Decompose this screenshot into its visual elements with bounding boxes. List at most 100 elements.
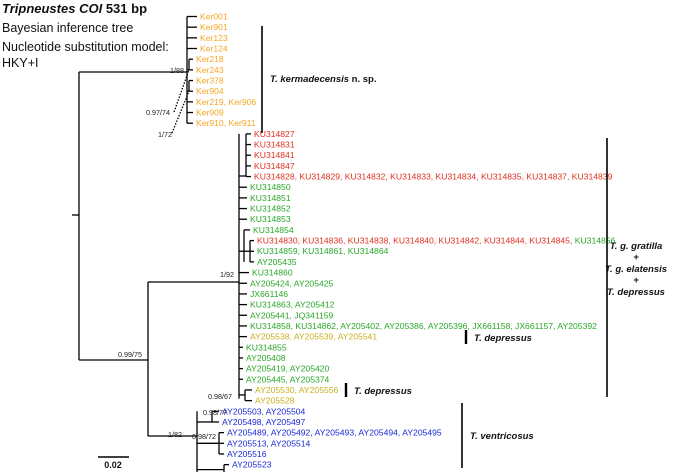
tip-label-text: AY205523 [232, 460, 272, 470]
clade-gratilla-line1: T. g. gratilla [610, 241, 663, 252]
tip-label-text: KU314863, AY205412 [250, 300, 335, 310]
tip-label: Ker243 [196, 65, 224, 75]
tip-label-text: Ker910, Ker911 [196, 118, 256, 128]
tip-label: KU314853 [250, 214, 291, 224]
tip-label: AY205516 [227, 449, 267, 459]
tip-label: Ker901 [200, 22, 228, 32]
tree-title: Tripneustes COI 531 bp [2, 1, 147, 16]
clade-gratilla-line2: T. g. elatensis [605, 264, 667, 275]
tip-label: KU314847 [254, 161, 295, 171]
tip-label: Ker909 [196, 108, 224, 118]
tip-label: Ker123 [200, 33, 228, 43]
tree-branch [173, 69, 190, 113]
tip-label-text: Ker901 [200, 22, 228, 32]
tip-label: AY205408 [246, 353, 286, 363]
tip-label-text: JX661146 [250, 289, 288, 299]
tip-labels: Ker001Ker901Ker123Ker124Ker218Ker243Ker3… [196, 12, 616, 472]
tip-label: KU314860 [252, 268, 293, 278]
tip-label-text: Ker378 [196, 76, 224, 86]
tip-label-text: Ker218 [196, 54, 224, 64]
tip-label: AY205513, AY205514 [227, 438, 311, 448]
clade-kermadecensis-suffix: n. sp. [349, 74, 376, 85]
tip-label-text: AY205435 [257, 257, 297, 267]
tip-label: Ker218 [196, 54, 224, 64]
tip-label: AY205441, JQ341159 [250, 310, 334, 320]
clade-kermadecensis-name: T. kermadecensis [270, 74, 349, 85]
tip-label-text: AY205498, AY205497 [222, 417, 306, 427]
model-value: HKY+I [2, 56, 39, 70]
support-main-split: 0.99/75 [118, 350, 142, 359]
tip-label-text: KU314847 [254, 161, 295, 171]
tip-label: KU314855 [246, 342, 287, 352]
tip-label-text: Ker123 [200, 33, 228, 43]
clade-labels: T. kermadecensis n. sp. T. g. gratilla +… [270, 74, 667, 442]
tip-label-text: AY205445, AY205374 [246, 374, 330, 384]
tip-label: KU314851 [250, 193, 291, 203]
tip-label-text: KU314827 [254, 129, 295, 139]
tip-label-text: KU314858, KU314862, AY205402, AY205386, … [250, 321, 597, 331]
clade-bars [261, 26, 608, 468]
tip-label-text: KU314852 [250, 204, 291, 214]
support-kermadec-root: 1/88 [170, 66, 184, 75]
tip-label-text: KU314831 [254, 140, 295, 150]
tip-label: KU314859, KU314861, KU314864 [257, 246, 389, 256]
tip-label: KU314850 [250, 182, 291, 192]
tip-label-text: AY205503, AY205504 [222, 406, 306, 416]
tip-label: AY205530, AY205556 [255, 385, 339, 395]
tree-branches [72, 15, 254, 472]
tip-label-suffix: KU314856 [572, 236, 615, 246]
tip-label: KU314858, KU314862, AY205402, AY205386, … [250, 321, 597, 331]
support-ventricosus-root: 1/82 [168, 430, 182, 439]
tip-label: KU314863, AY205412 [250, 300, 335, 310]
tip-label-text: AY205419, AY205420 [246, 364, 330, 374]
tip-label: Ker124 [200, 44, 228, 54]
support-olive-pair: 0.98/67 [208, 392, 232, 401]
tip-label: Ker910, Ker911 [196, 118, 256, 128]
tip-label: AY205445, AY205374 [246, 374, 330, 384]
tip-label-text: AY205424, AY205425 [250, 278, 334, 288]
clade-gratilla-line3: T. depressus [607, 287, 665, 298]
tip-label: AY205419, AY205420 [246, 364, 330, 374]
tip-label: AY205524 [232, 470, 272, 472]
tip-label-text: KU314830, KU314836, KU314838, KU314840, … [257, 236, 572, 246]
tip-label: KU314831 [254, 140, 295, 150]
support-kermadec-a: 0.97/74 [146, 108, 170, 117]
tip-label: AY205489, AY205492, AY205493, AY205494, … [227, 428, 442, 438]
tip-label-text: AY205408 [246, 353, 286, 363]
tip-label-text: AY205489, AY205492, AY205493, AY205494, … [227, 428, 442, 438]
tip-label: AY205424, AY205425 [250, 278, 334, 288]
tip-label: JX661146 [250, 289, 288, 299]
scale-bar: 0.02 [98, 456, 129, 470]
tip-label: AY205523 [232, 460, 272, 470]
tip-label: KU314828, KU314829, KU314832, KU314833, … [254, 172, 613, 182]
tip-label-text: AY205441, JQ341159 [250, 310, 334, 320]
tip-label: KU314827 [254, 129, 295, 139]
tip-label-text: KU314855 [246, 342, 287, 352]
tip-label-text: Ker219, Ker906 [196, 97, 256, 107]
tip-label: KU314830, KU314836, KU314838, KU314840, … [257, 236, 616, 246]
tip-label: AY205528 [255, 396, 295, 406]
tip-label: AY205538, AY205539, AY205541 [250, 332, 377, 342]
tip-label: AY205435 [257, 257, 297, 267]
support-ventricosus-b: 0.98/72 [192, 432, 216, 441]
tip-label-text: Ker243 [196, 65, 224, 75]
support-values: 1/88 0.97/74 1/72 1/92 0.99/75 0.98/67 0… [118, 66, 234, 441]
tip-label-text: AY205513, AY205514 [227, 438, 311, 448]
tip-label-text: KU314853 [250, 214, 291, 224]
tip-label: Ker001 [200, 12, 228, 22]
tip-label: Ker219, Ker906 [196, 97, 256, 107]
tip-label: KU314854 [253, 225, 294, 235]
clade-depressus-2: T. depressus [354, 386, 412, 397]
tip-label-text: AY205516 [227, 449, 267, 459]
tip-label: Ker904 [196, 86, 224, 96]
tip-label-text: KU314860 [252, 268, 293, 278]
support-gratilla-clade: 1/92 [220, 270, 234, 279]
title-length: 531 bp [105, 1, 148, 16]
support-kermadec-b: 1/72 [158, 130, 172, 139]
tip-label: AY205503, AY205504 [222, 406, 306, 416]
clade-gratilla-plus2: + [633, 275, 639, 286]
tip-label: AY205498, AY205497 [222, 417, 306, 427]
tip-label: KU314852 [250, 204, 291, 214]
tip-label-text: KU314828, KU314829, KU314832, KU314833, … [254, 172, 613, 182]
